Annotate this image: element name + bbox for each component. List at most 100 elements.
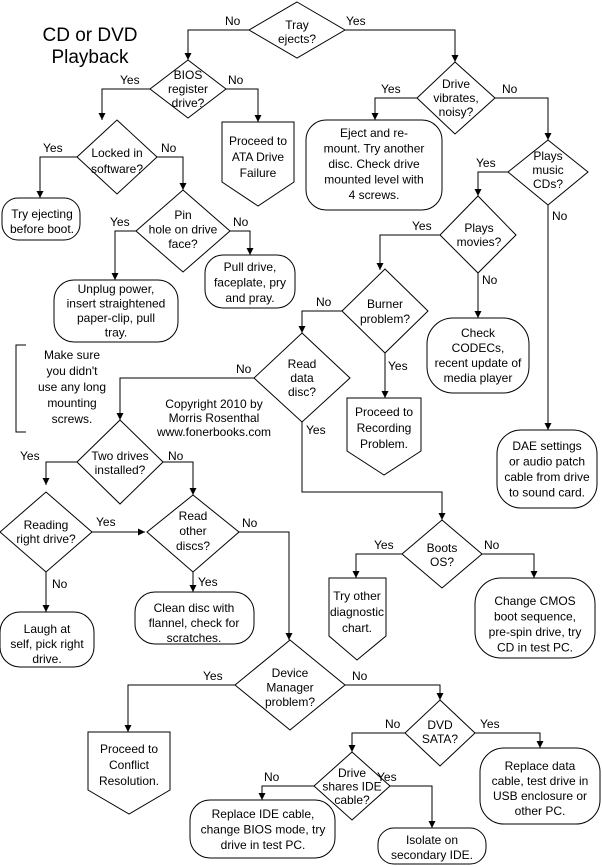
two-drives-label-line: installed? [95,463,146,477]
edge-sata-yes [475,732,544,748]
drive-shares-label-line: Drive [338,766,366,780]
check-codecs-label-line: recent update of [435,356,522,370]
label-read-no: No [236,362,252,376]
label-device-yes: Yes [203,669,223,683]
make-sure-label-line: mounting [47,396,96,410]
plays-music-decision [507,139,589,206]
edge-pin-yes [111,230,136,280]
tray-ejects-label-line: ejects? [278,32,316,46]
pin-hole-label-line: face? [168,237,198,251]
label-shares-yes: Yes [377,770,397,784]
eject-remount-label-line: mount. Try another [324,142,425,156]
label-two-yes: Yes [20,449,40,463]
laugh-label-line: drive. [32,652,61,666]
bios-register-label-line: drive? [172,96,205,110]
try-ejecting-terminal [1,197,81,241]
label-music-no: No [552,209,568,223]
label-movies-yes: Yes [412,219,432,233]
edge-boots-no [482,553,538,578]
device-manager-label-line: problem? [265,695,315,709]
edge-read-no [116,377,254,420]
pull-drive-label-line: and pray. [225,291,274,305]
laugh-terminal [0,611,95,668]
label-tray-no: No [225,14,241,28]
bios-register-decision [149,59,227,119]
laugh-label-line: self, pick right [10,637,84,651]
copyright-note-line: Copyright 2010 by [165,397,262,411]
read-other-decision [146,494,240,573]
drive-vibrates-label-line: Drive [442,77,470,91]
proceed-ata-label-line: Proceed to [229,134,287,148]
boots-os-label-line: OS? [430,555,454,569]
locked-software-decision [76,119,158,195]
device-manager-decision [234,639,346,731]
change-cmos-terminal [474,577,596,659]
read-other-label-line: other [179,524,206,538]
locked-software-label-line: software? [91,162,143,176]
label-device-no: No [352,669,368,683]
try-ejecting-label-line: Try ejecting [11,207,73,221]
read-data-label-line: disc? [288,385,316,399]
proceed-conflict-label-line: Proceed to [100,742,158,756]
dvd-sata-label-line: DVD [427,718,453,732]
label-boots-no: No [484,538,500,552]
make-sure-label-line: screws. [52,412,93,426]
label-shares-no: No [264,770,280,784]
drive-vibrates-label-line: vibrates, [433,91,478,105]
edge-shares-yes [390,785,436,828]
burner-problem-decision [341,268,429,354]
read-other-label-line: Read [179,509,208,523]
edge-bios-yes [98,88,150,120]
tray-ejects-decision [248,1,346,59]
change-cmos-label-line: pre-spin drive, try [489,625,582,639]
burner-problem-label-line: problem? [360,312,410,326]
edge-locked-yes [36,156,77,198]
label-bios-yes: Yes [120,73,140,87]
edge-two-yes [42,461,77,485]
edge-tray-no [184,29,249,60]
edge-other-no [239,531,293,640]
dae-settings-label-line: DAE settings [512,439,581,453]
label-two-no: No [168,449,184,463]
pin-hole-decision [135,189,231,273]
proceed-conflict-label-line: Resolution. [99,774,159,788]
check-codecs-label-line: CODECs, [452,341,505,355]
drive-vibrates-label-line: noisy? [439,105,474,119]
proceed-conflict-label-line: Conflict [109,758,150,772]
try-other-connector [328,577,387,661]
edge-locked-no [157,156,187,190]
label-pin-yes: Yes [110,215,130,229]
flow-connectors [36,29,552,828]
make-sure-label-line: use any long [38,380,106,394]
dae-settings-terminal [496,429,598,509]
make-sure-label-line: you didn't [47,364,99,378]
copyright-note-line: Morris Rosenthal [169,411,260,425]
pull-drive-label-line: Pull drive, [224,260,277,274]
bios-register-label-line: BIOS [174,68,203,82]
edge-shares-no [258,785,314,800]
eject-remount-label-line: mounted level with [324,173,423,187]
device-manager-label-line: Manager [266,681,313,695]
bios-register-label-line: register [168,82,208,96]
change-cmos-label-line: CD in test PC. [497,641,573,655]
label-tray-yes: Yes [346,14,366,28]
